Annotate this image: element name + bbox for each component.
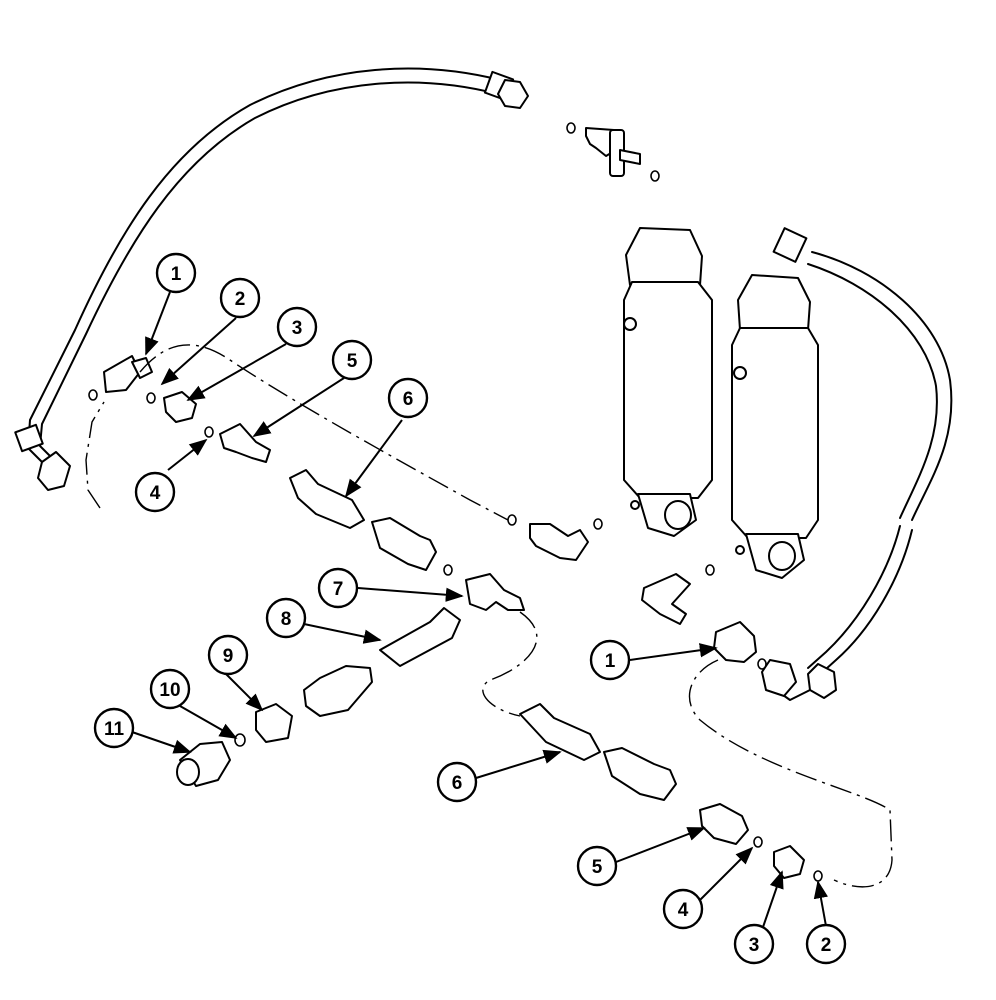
o-ring-upper xyxy=(146,392,156,404)
callout-8: 8 xyxy=(265,597,307,639)
svg-text:3: 3 xyxy=(292,318,303,339)
o-ring-4-upper xyxy=(204,426,214,438)
callout-2-upper: 2 xyxy=(219,277,261,319)
tee-fitting-7 xyxy=(465,573,525,611)
callout-5-upper: 5 xyxy=(331,339,373,381)
callout-3-lower: 3 xyxy=(733,923,775,965)
callout-9: 9 xyxy=(207,634,249,676)
svg-text:6: 6 xyxy=(452,773,463,794)
svg-text:4: 4 xyxy=(678,900,689,921)
svg-text:2: 2 xyxy=(821,935,832,956)
adapter-9 xyxy=(255,703,293,743)
svg-text:11: 11 xyxy=(104,719,125,740)
hose-assembly-8 xyxy=(303,607,461,717)
adapter-upper xyxy=(163,391,197,423)
callout-leaders xyxy=(131,291,828,931)
svg-text:7: 7 xyxy=(333,579,344,600)
callout-6-lower: 6 xyxy=(436,761,478,803)
elbow-fitting-lower xyxy=(641,564,715,625)
o-ring-lower xyxy=(813,870,823,882)
quick-coupler-11 xyxy=(176,741,231,787)
hydraulic-cylinder-right xyxy=(731,274,819,579)
svg-text:9: 9 xyxy=(223,646,234,667)
svg-text:5: 5 xyxy=(592,857,603,878)
svg-text:3: 3 xyxy=(749,935,760,956)
svg-text:1: 1 xyxy=(171,264,182,285)
left-hose xyxy=(14,67,529,491)
elbow-fitting-upper xyxy=(507,514,603,561)
svg-text:5: 5 xyxy=(347,351,358,372)
swivel-tee-lower xyxy=(713,621,757,663)
svg-text:4: 4 xyxy=(150,483,161,504)
callout-5-lower: 5 xyxy=(576,845,618,887)
hydraulic-cylinder-left xyxy=(623,227,713,537)
svg-text:10: 10 xyxy=(159,680,180,701)
svg-text:2: 2 xyxy=(235,289,246,310)
svg-text:8: 8 xyxy=(281,609,292,630)
adapter-lower xyxy=(773,845,805,879)
right-hose xyxy=(761,227,953,701)
o-ring-lower-tee xyxy=(757,658,767,670)
hose-assembly-lower xyxy=(519,703,677,801)
swivel-tee-upper xyxy=(88,355,153,401)
svg-text:6: 6 xyxy=(403,389,414,410)
connector-upper xyxy=(219,423,271,463)
assembly-center-lines xyxy=(85,344,893,888)
callout-1-upper: 1 xyxy=(155,252,197,294)
callout-4-upper: 4 xyxy=(134,471,176,513)
callout-2-lower: 2 xyxy=(805,923,847,965)
svg-text:1: 1 xyxy=(605,651,616,672)
callout-1-lower: 1 xyxy=(589,639,631,681)
o-ring-4-lower xyxy=(753,836,763,848)
callout-4-lower: 4 xyxy=(662,888,704,930)
o-ring-10 xyxy=(234,733,246,747)
upper-tee-fitting xyxy=(566,122,660,182)
callout-3-upper: 3 xyxy=(276,306,318,348)
callout-7: 7 xyxy=(317,567,359,609)
callout-10: 10 xyxy=(149,668,191,710)
callout-6-upper: 6 xyxy=(387,377,429,419)
hose-assembly-upper xyxy=(289,469,453,576)
connector-lower xyxy=(699,803,749,845)
callout-11: 11 xyxy=(93,707,135,749)
